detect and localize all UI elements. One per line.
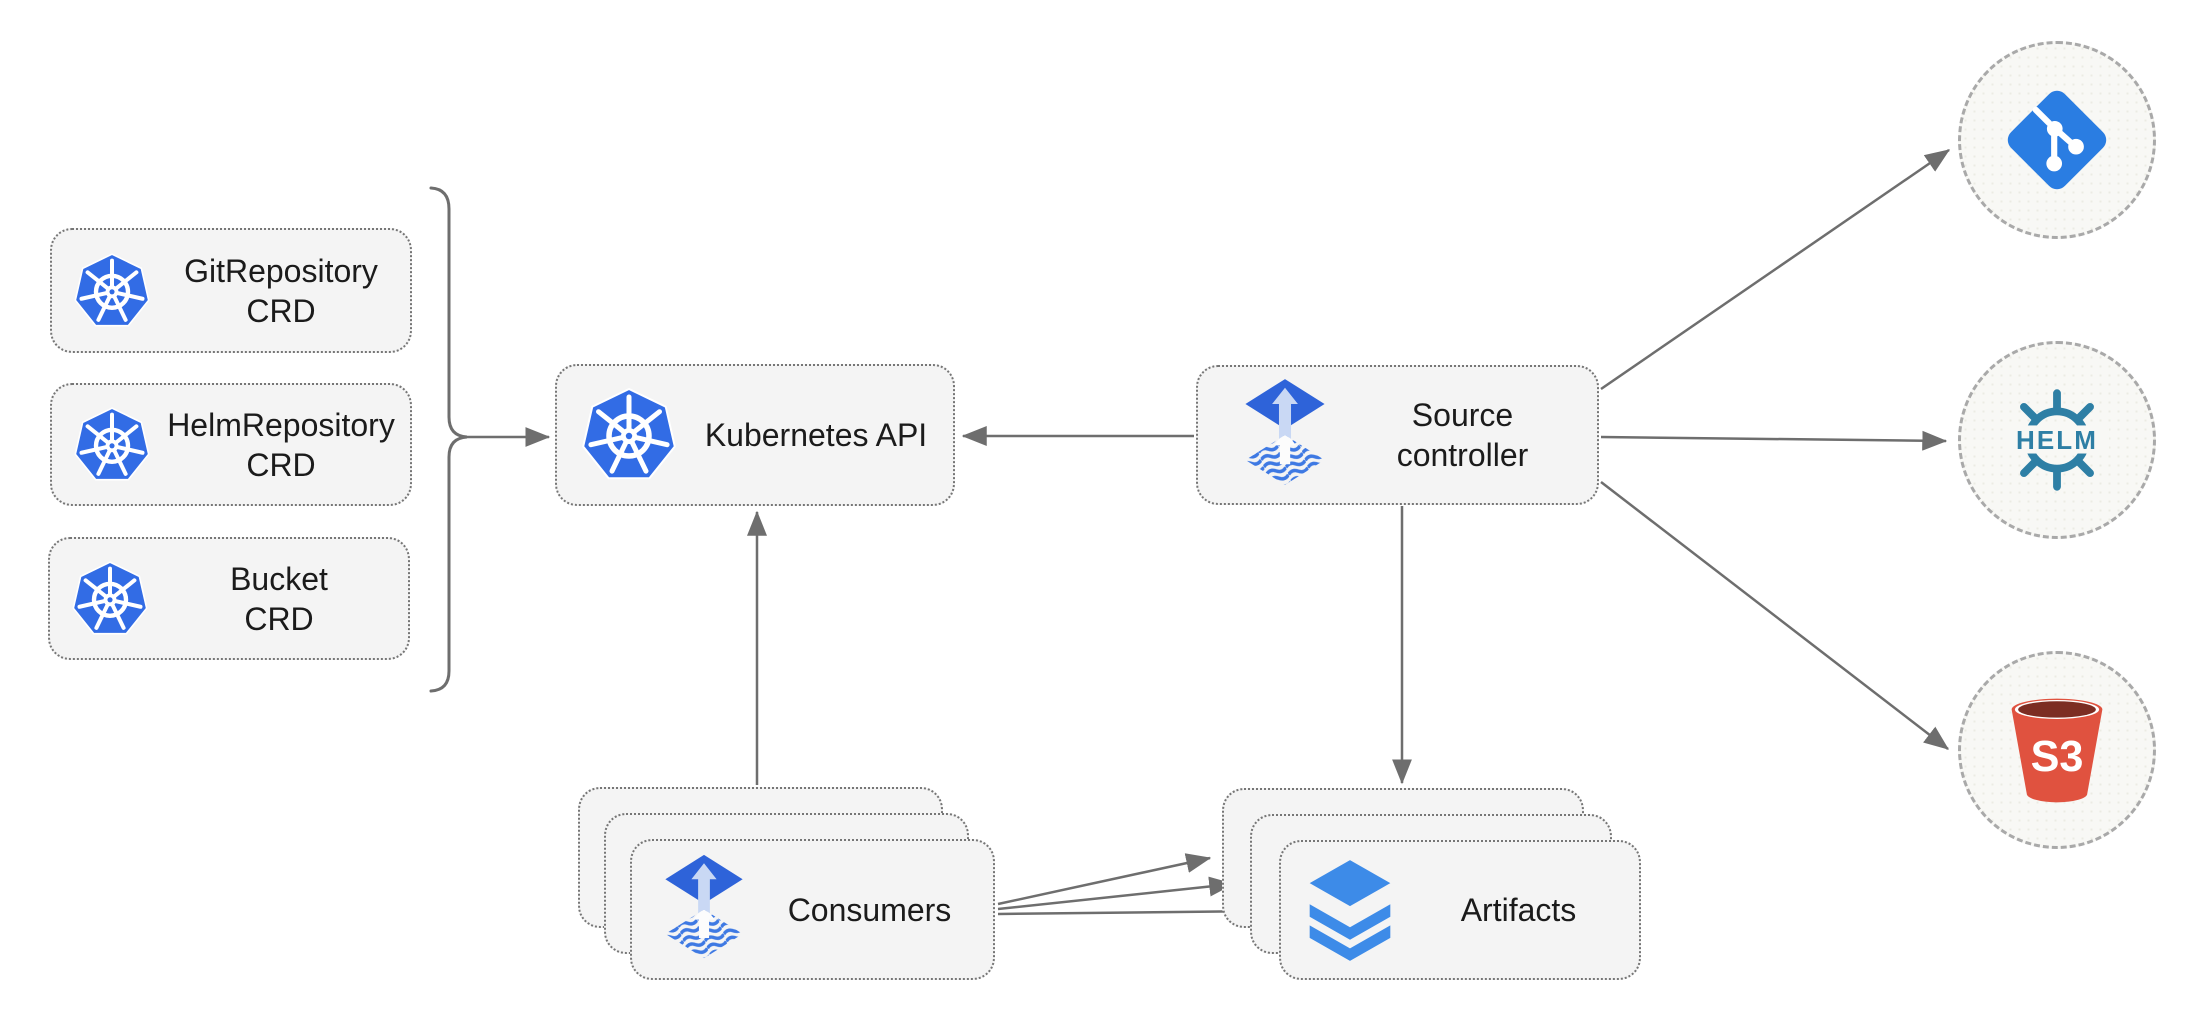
node-label: Artifacts [1460,892,1577,928]
node-consumers: Consumers [630,839,995,980]
node-label: HelmRepository CRD [167,406,395,483]
node-kubernetes-api: Kubernetes API [555,364,955,506]
edge-consumers-to-artifacts-1 [997,853,1212,906]
kubernetes-icon [72,405,152,485]
node-git-repository-crd: GitRepository CRD [50,228,412,353]
node-source-controller: Source controller [1196,365,1599,505]
node-label: Source controller [1396,397,1529,473]
edge-source-controller-to-git [1600,148,1951,391]
edge-consumers-to-artifacts-3 [997,901,1268,922]
node-label: Bucket CRD [230,560,328,637]
helm-logo-text: HELM [2016,425,2098,455]
s3-bucket-icon: S3 [2003,692,2111,809]
helm-icon: HELM [2005,388,2109,492]
flux-icon [1242,378,1328,492]
kubernetes-icon [70,559,150,639]
git-endpoint [1958,41,2156,239]
s3-logo-text: S3 [2031,733,2084,781]
kubernetes-icon [579,385,679,485]
node-artifacts: Artifacts [1279,840,1641,980]
node-label: Kubernetes API [704,417,928,453]
node-label: GitRepository CRD [184,252,378,329]
git-icon [2001,84,2113,196]
node-label: Consumers [787,891,952,928]
edge-consumers-to-artifacts-2 [997,876,1235,911]
node-helm-repository-crd: HelmRepository CRD [50,383,412,506]
helm-endpoint: HELM [1958,341,2156,539]
layers-icon [1302,859,1398,961]
edge-source-controller-to-helm [1600,430,1948,451]
s3-endpoint: S3 [1958,651,2156,849]
edge-source-controller-to-s3 [1600,481,1949,750]
crd-group-bracket [429,186,468,693]
kubernetes-icon [72,251,152,331]
flux-icon [662,854,746,965]
node-bucket-crd: Bucket CRD [48,537,410,660]
